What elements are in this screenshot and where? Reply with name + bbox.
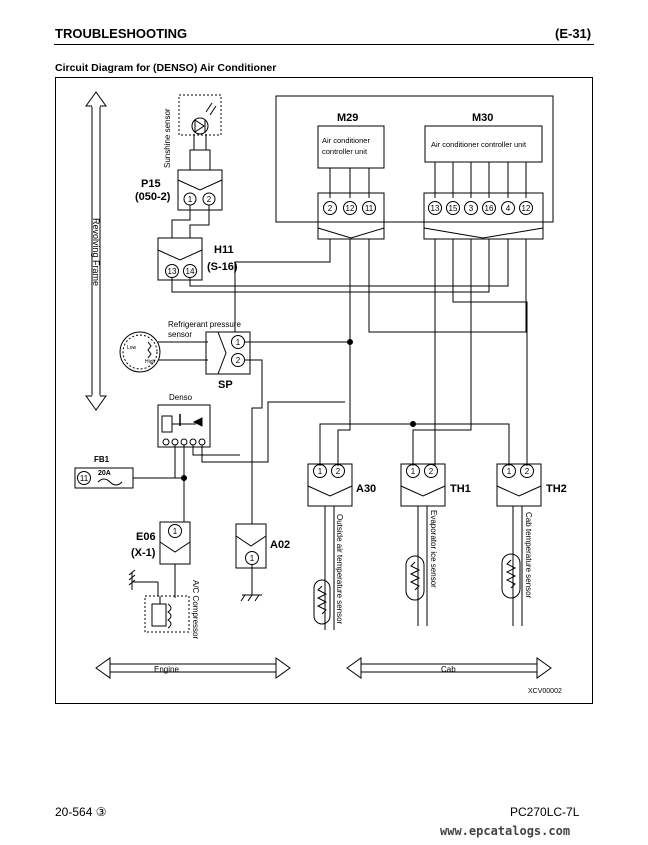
fb1-id: FB1 [94, 455, 110, 464]
refrigerant-low: Low [127, 345, 137, 351]
controller-enclosure [275, 95, 554, 223]
th1-pin-1: 1 [411, 467, 416, 476]
e06-pin: 1 [173, 527, 178, 536]
h11-pin-2: 14 [186, 267, 195, 276]
h11-connector [157, 237, 203, 281]
th1-pin-2: 2 [429, 467, 434, 476]
pressure-switch-icon [119, 331, 161, 373]
cab-arrow [346, 657, 552, 679]
sp-id: SP [218, 379, 233, 391]
sunshine-sensor-box [178, 94, 222, 136]
diagram-subtitle: Circuit Diagram for (DENSO) Air Conditio… [55, 62, 277, 74]
e06-sub: (X-1) [131, 547, 156, 559]
watermark-url: www.epcatalogs.com [440, 824, 571, 838]
m29-id: M29 [337, 112, 358, 124]
th1-id: TH1 [450, 483, 471, 495]
e06-id: E06 [136, 531, 156, 543]
m29-name-2: controller unit [322, 147, 368, 156]
th2-thermistor-icon [501, 553, 521, 599]
sp-pin-2: 2 [236, 356, 241, 365]
ground-icon-compressor [128, 569, 159, 596]
th2-pin-1: 1 [507, 467, 512, 476]
a02-connector [235, 523, 267, 569]
m29-connector [317, 192, 385, 240]
p15-pin-1: 1 [188, 195, 193, 204]
sunshine-sensor-label: Sunshine sensor [163, 108, 172, 168]
h11-pin-1: 13 [168, 267, 177, 276]
h11-id: H11 [214, 244, 234, 256]
m30-pin-5: 4 [506, 204, 511, 213]
figure-id: XCV00002 [528, 688, 562, 695]
page-header-code: (E-31) [555, 26, 592, 41]
a30-label: Outside air temperature sensor [335, 514, 344, 625]
th2-id: TH2 [546, 483, 567, 495]
fuse-icon [97, 478, 123, 486]
sp-pin-1: 1 [236, 338, 241, 347]
cab-label: Cab [441, 665, 456, 674]
page-number: 20-564 ③ [55, 805, 107, 819]
a30-thermistor-icon [313, 579, 331, 625]
a02-pin: 1 [250, 554, 255, 563]
m30-pin-2: 15 [449, 204, 458, 213]
refrigerant-label-1: Refrigerant pressure [168, 320, 241, 329]
sp-connector [205, 331, 251, 375]
revolving-frame-arrow [85, 91, 107, 411]
th2-label: Cab temperature sensor [524, 512, 533, 599]
ground-icon-a02 [240, 564, 262, 602]
m30-connector [423, 192, 544, 240]
a30-connector [307, 463, 353, 507]
engine-label: Engine [154, 665, 179, 674]
header-rule [54, 44, 594, 45]
m29-pin-2: 12 [346, 204, 355, 213]
p15-sub: (050-2) [135, 191, 171, 203]
h11-sub: (S-16) [207, 261, 238, 273]
fb1-rating: 20A [98, 470, 111, 477]
relay-icon [161, 414, 203, 433]
m30-pin-3: 3 [469, 204, 474, 213]
p15-id: P15 [141, 178, 161, 190]
a02-id: A02 [270, 539, 290, 551]
m30-pin-1: 13 [431, 204, 440, 213]
denso-label: Denso [169, 393, 193, 402]
th1-label: Evaporator ice sensor [429, 510, 438, 588]
circuit-diagram: Revolving Frame M29 Air conditioner cont… [55, 77, 593, 704]
m29-pin-1: 2 [328, 204, 333, 213]
a30-pin-1: 1 [318, 467, 323, 476]
diagram-border [55, 77, 593, 704]
th2-pin-2: 2 [525, 467, 530, 476]
m30-name: Air conditioner controller unit [431, 140, 527, 149]
th1-thermistor-icon [405, 555, 425, 601]
compressor-icon [144, 564, 190, 633]
revolving-frame-label: Revolving Frame [91, 218, 101, 286]
m29-name-1: Air conditioner [322, 136, 370, 145]
engine-arrow [95, 657, 291, 679]
page-header-title: TROUBLESHOOTING [55, 26, 188, 41]
p15-connector [177, 169, 223, 211]
sunshine-diode-icon [191, 102, 217, 135]
compressor-label: A/C Compressor [191, 580, 200, 639]
p15-pin-2: 2 [207, 195, 212, 204]
wiring [133, 239, 528, 524]
m30-pin-6: 12 [522, 204, 531, 213]
fb1-pin: 11 [80, 474, 89, 483]
model-name: PC270LC-7L [510, 805, 580, 819]
m30-id: M30 [472, 112, 493, 124]
refrigerant-high: High [145, 359, 156, 365]
m29-pin-3: 11 [365, 204, 374, 213]
m30-pins [428, 201, 533, 215]
m29-controller-box [317, 125, 385, 169]
refrigerant-label-2: sensor [168, 330, 192, 339]
th2-connector [496, 463, 542, 507]
th1-connector [400, 463, 446, 507]
m30-pin-4: 16 [485, 204, 494, 213]
a30-id: A30 [356, 483, 376, 495]
a30-pin-2: 2 [336, 467, 341, 476]
m30-controller-box [424, 125, 543, 163]
